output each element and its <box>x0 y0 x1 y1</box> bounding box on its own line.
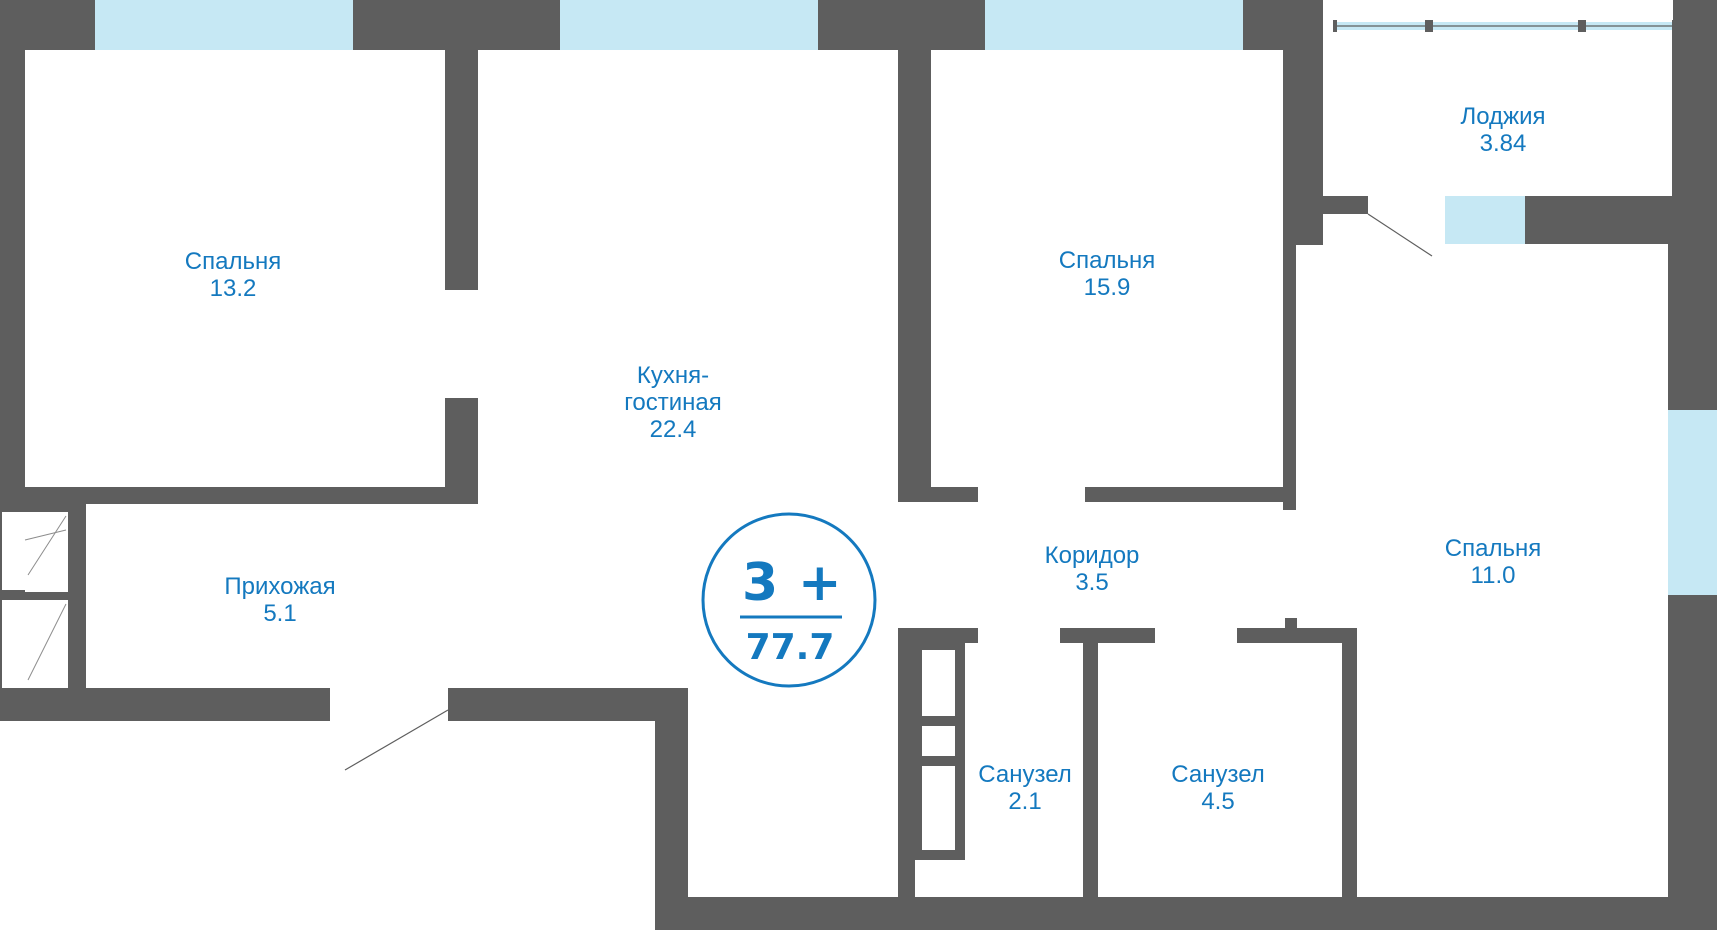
kitchen-living-name-line1: Кухня- <box>637 362 709 389</box>
window-bedroom-1 <box>95 0 353 50</box>
corridor-area: 3.5 <box>1075 569 1108 596</box>
corridor-name: Коридор <box>1045 542 1140 569</box>
loggia-area: 3.84 <box>1480 130 1527 157</box>
kitchen-living-name-line2: гостиная <box>624 389 722 416</box>
entrance-door-swing <box>344 709 449 771</box>
bathroom-2-area: 4.5 <box>1201 788 1234 815</box>
badge-room-count: 3 <box>742 553 778 613</box>
window-bedroom-2 <box>985 0 1243 50</box>
badge-plus: + <box>798 553 842 613</box>
doors <box>344 20 1672 771</box>
hallway-name: Прихожая <box>224 573 335 600</box>
loggia-door-swing <box>1367 213 1433 257</box>
windows <box>95 0 1717 595</box>
bedroom-3-area: 11.0 <box>1471 562 1516 589</box>
apartment-badge: 3 + 77.7 <box>701 512 877 688</box>
badge-total-area: 77.7 <box>746 627 835 668</box>
kitchen-living-area: 22.4 <box>650 416 697 443</box>
loggia-name: Лоджия <box>1460 103 1545 130</box>
bedroom-1-area: 13.2 <box>210 275 257 302</box>
window-bedroom-3-side <box>1668 410 1717 595</box>
hallway-area: 5.1 <box>263 600 296 627</box>
bedroom-2-area: 15.9 <box>1084 274 1131 301</box>
window-kitchen <box>560 0 818 50</box>
fixtures <box>2 512 955 850</box>
bedroom-1-name: Спальня <box>185 248 281 275</box>
bedroom-2-name: Спальня <box>1059 247 1155 274</box>
window-bedroom-3-top <box>1445 196 1525 244</box>
bathroom-2-name: Санузел <box>1171 761 1265 788</box>
bathroom-1-area: 2.1 <box>1008 788 1041 815</box>
bathroom-1-name: Санузел <box>978 761 1072 788</box>
bedroom-3-name: Спальня <box>1445 535 1541 562</box>
room-labels: Спальня 13.2 Кухня- гостиная 22.4 Спальн… <box>185 103 1546 815</box>
badge-circle <box>701 512 877 688</box>
